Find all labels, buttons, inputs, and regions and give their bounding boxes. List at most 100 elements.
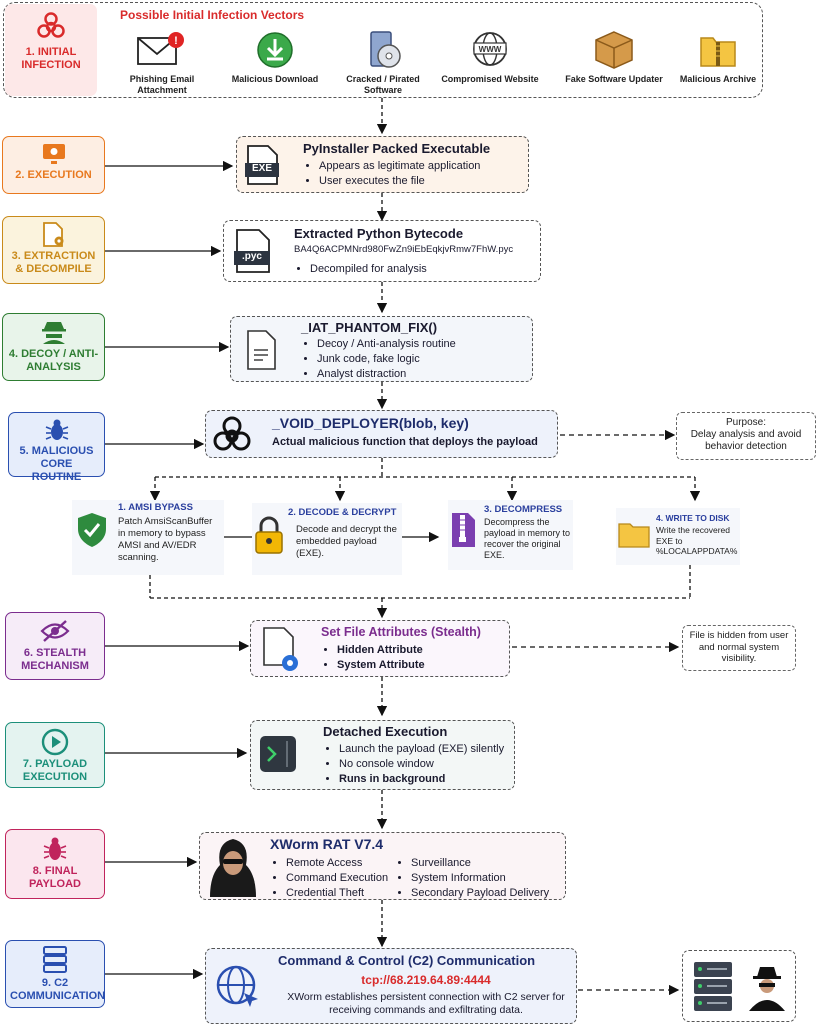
c2-description: XWorm establishes persistent connection … xyxy=(287,991,565,1016)
stage-label: 5. MALICIOUS CORE ROUTINE xyxy=(19,445,94,483)
capability: Credential Theft xyxy=(286,886,388,900)
decoy-card: _IAT_PHANTOM_FIX() Decoy / Anti-analysis… xyxy=(230,316,533,382)
monitor-gear-icon xyxy=(42,144,65,164)
purpose-title: Purpose: xyxy=(725,417,767,428)
stage-label: 2. EXECUTION xyxy=(15,169,92,181)
vector-phishing-email: ! Phishing Email Attachment xyxy=(112,30,212,96)
card-title: Command & Control (C2) Communication xyxy=(278,953,536,968)
vector-fake-updater: Fake Software Updater xyxy=(564,30,664,85)
bullet: Launch the payload (EXE) silently xyxy=(339,742,504,756)
vector-label: Phishing Email Attachment xyxy=(129,74,195,95)
attacker-icon xyxy=(749,967,785,1011)
document-gear-icon xyxy=(42,222,63,247)
step-text: Patch AmsiScanBuffer in memory to bypass… xyxy=(118,516,213,563)
card-title: _VOID_DEPLOYER(blob, key) xyxy=(272,415,469,431)
card-subtitle: Actual malicious function that deploys t… xyxy=(272,436,538,448)
stage-payload-execution: 7. PAYLOAD EXECUTION xyxy=(5,722,105,788)
step-title: 2. DECODE & DECRYPT xyxy=(288,507,397,518)
vector-compromised-website: WWW Compromised Website xyxy=(440,30,540,85)
card-title: Set File Attributes (Stealth) xyxy=(321,625,481,639)
exe-badge: EXE xyxy=(251,163,272,174)
execution-bullets: Appears as legitimate application User e… xyxy=(305,158,480,189)
stealth-note: File is hidden from user and normal syst… xyxy=(682,625,796,671)
payload-exec-card: Detached Execution Launch the payload (E… xyxy=(250,720,515,790)
vector-label: Malicious Archive xyxy=(679,74,757,84)
terminal-icon xyxy=(260,736,296,772)
final-payload-card: XWorm RAT V7.4 Remote Access Command Exe… xyxy=(199,832,566,900)
card-title: Detached Execution xyxy=(323,724,448,739)
extraction-bullets: Decompiled for analysis xyxy=(296,261,427,277)
execution-card: EXE PyInstaller Packed Executable Appear… xyxy=(236,136,529,193)
bullet: User executes the file xyxy=(319,174,480,188)
stage-final-payload: 8. FINAL PAYLOAD xyxy=(5,829,105,899)
stage-stealth: 6. STEALTH MECHANISM xyxy=(5,612,105,680)
purpose-note: Purpose: Delay analysis and avoid behavi… xyxy=(676,412,816,460)
purpose-text: Delay analysis and avoid behavior detect… xyxy=(690,429,802,452)
software-disc-icon xyxy=(370,31,401,68)
padlock-icon xyxy=(255,516,283,554)
pyc-badge: .pyc xyxy=(241,251,262,262)
card-title: PyInstaller Packed Executable xyxy=(303,141,491,156)
capability: Remote Access xyxy=(286,856,388,870)
hidden-eye-icon xyxy=(40,620,70,642)
bullet: Junk code, fake logic xyxy=(317,352,456,366)
zip-folder-icon xyxy=(700,37,736,67)
bullet: Analyst distraction xyxy=(317,367,456,381)
stage-core-routine: 5. MALICIOUS CORE ROUTINE xyxy=(8,412,105,483)
final-capabilities-col1: Remote Access Command Execution Credenti… xyxy=(272,855,388,901)
pyc-file-icon xyxy=(234,229,270,273)
bug-icon xyxy=(43,837,67,860)
capability: Secondary Payload Delivery xyxy=(411,886,549,900)
stage-label: 1. INITIAL INFECTION xyxy=(21,46,81,71)
capability: Surveillance xyxy=(411,856,549,870)
download-icon xyxy=(257,32,293,68)
globe-www-icon: WWW xyxy=(473,32,507,66)
vector-label: Cracked / Pirated Software xyxy=(346,74,420,95)
document-icon xyxy=(247,330,276,370)
exe-file-icon xyxy=(245,145,279,185)
infection-vectors-header: Possible Initial Infection Vectors xyxy=(120,8,305,22)
payload-exec-bullets: Launch the payload (EXE) silently No con… xyxy=(325,741,504,787)
stage-extraction: 3. EXTRACTION & DECOMPILE xyxy=(2,216,105,284)
stage-label: 7. PAYLOAD EXECUTION xyxy=(22,758,88,783)
stage-decoy: 4. DECOY / ANTI-ANALYSIS xyxy=(2,313,105,381)
shield-check-icon xyxy=(78,513,106,547)
svg-text:WWW: WWW xyxy=(479,45,502,54)
play-circle-icon xyxy=(41,728,69,756)
step-text: Decode and decrypt the embedded payload … xyxy=(296,524,397,559)
step-write-to-disk: 4. WRITE TO DISK Write the recovered EXE… xyxy=(616,508,740,565)
card-title: _IAT_PHANTOM_FIX() xyxy=(301,320,438,335)
hacker-icon xyxy=(210,839,256,897)
biohazard-icon xyxy=(213,416,251,451)
server-rack-icon xyxy=(694,962,732,1011)
step-title: 3. DECOMPRESS xyxy=(484,504,563,515)
stage-label: 4. DECOY / ANTI-ANALYSIS xyxy=(8,348,99,373)
extraction-card: .pyc Extracted Python Bytecode BA4Q6ACPM… xyxy=(223,220,541,282)
file-settings-icon xyxy=(263,627,298,671)
package-box-icon xyxy=(595,31,633,69)
step-text: Decompress the payload in memory to reco… xyxy=(484,517,571,560)
step-title: 1. AMSI BYPASS xyxy=(118,502,193,513)
server-icon xyxy=(43,946,67,973)
final-capabilities-col2: Surveillance System Information Secondar… xyxy=(397,855,549,901)
stage-c2: 9. C2 COMMUNICATION xyxy=(5,940,105,1008)
bullet: No console window xyxy=(339,757,504,771)
vector-cracked-software: Cracked / Pirated Software xyxy=(333,30,433,96)
bullet: Runs in background xyxy=(339,772,504,786)
step-decompress: 3. DECOMPRESS Decompress the payload in … xyxy=(448,500,573,570)
vector-label: Compromised Website xyxy=(441,74,539,84)
core-card: _VOID_DEPLOYER(blob, key) Actual malicio… xyxy=(205,410,558,458)
c2-address: tcp://68.219.64.89:4444 xyxy=(361,973,491,987)
bullet: Appears as legitimate application xyxy=(319,159,480,173)
decoy-bullets: Decoy / Anti-analysis routine Junk code,… xyxy=(303,336,456,382)
folder-icon xyxy=(618,523,650,548)
c2-server-attacker xyxy=(682,950,796,1022)
stage-label: 8. FINAL PAYLOAD xyxy=(29,865,81,890)
vector-malicious-download: Malicious Download xyxy=(225,30,325,85)
bullet: System Attribute xyxy=(337,658,425,672)
stealth-card: Set File Attributes (Stealth) Hidden Att… xyxy=(250,620,510,677)
stealth-bullets: Hidden Attribute System Attribute xyxy=(323,642,425,673)
stage-label: 6. STEALTH MECHANISM xyxy=(21,647,89,672)
stage-label: 3. EXTRACTION & DECOMPILE xyxy=(11,250,96,275)
